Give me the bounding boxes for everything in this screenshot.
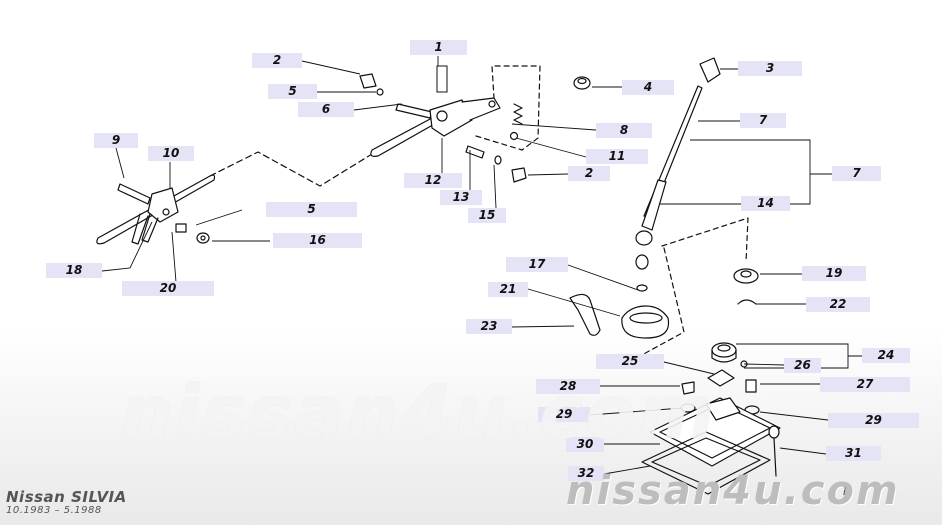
callout-6[interactable]: 6: [298, 102, 354, 117]
callout-11[interactable]: 11: [586, 149, 648, 164]
callout-29[interactable]: 29: [538, 407, 590, 422]
callout-19[interactable]: 19: [802, 266, 866, 281]
model-dates: 10.1983 – 5.1988: [6, 505, 102, 516]
callout-4[interactable]: 4: [622, 80, 674, 95]
callout-1[interactable]: 1: [410, 40, 467, 55]
callout-14[interactable]: 14: [741, 196, 790, 211]
callout-13[interactable]: 13: [440, 190, 482, 205]
callout-2-lower[interactable]: 2: [568, 166, 610, 181]
callout-21[interactable]: 21: [488, 282, 528, 297]
callout-24[interactable]: 24: [862, 348, 910, 363]
callout-28[interactable]: 28: [536, 379, 600, 394]
upper-rod-assembly: [359, 73, 501, 157]
shift-lever: [635, 57, 721, 292]
watermark-small: nissan4u.com: [566, 468, 900, 514]
callout-5-lower[interactable]: 15: [468, 208, 506, 223]
model-caption: Nissan SILVIA 10.1983 – 5.1988: [6, 488, 127, 516]
callout-12[interactable]: 12: [404, 173, 462, 188]
callout-8[interactable]: 8: [596, 123, 652, 138]
model-name: Nissan SILVIA: [6, 488, 127, 506]
callout-9[interactable]: 9: [94, 133, 138, 148]
left-rod-assembly: [96, 174, 216, 245]
callout-16[interactable]: 16: [273, 233, 362, 248]
callout-10[interactable]: 10: [148, 146, 194, 161]
callout-18[interactable]: 18: [46, 263, 102, 278]
callout-17[interactable]: 17: [506, 257, 568, 272]
callout-20[interactable]: 20: [122, 281, 214, 296]
callout-3[interactable]: 3: [738, 61, 802, 76]
callout-27[interactable]: 27: [820, 377, 910, 392]
callout-7[interactable]: 7: [740, 113, 786, 128]
callout-22[interactable]: 22: [806, 297, 870, 312]
callout-7-bracket[interactable]: 7: [832, 166, 881, 181]
callout-32[interactable]: 32: [568, 466, 604, 481]
callout-31[interactable]: 31: [826, 446, 881, 461]
callout-29-right[interactable]: 29: [828, 413, 919, 428]
watermark-large: nissan4u.com: [120, 370, 717, 456]
callout-15[interactable]: 5: [266, 202, 357, 217]
callout-23[interactable]: 23: [466, 319, 512, 334]
callout-25[interactable]: 25: [596, 354, 664, 369]
callout-5[interactable]: 5: [268, 84, 317, 99]
callout-30[interactable]: 30: [566, 437, 604, 452]
page-mark: i: [843, 487, 846, 498]
callout-2[interactable]: 2: [252, 53, 302, 68]
callout-26[interactable]: 26: [784, 358, 821, 373]
